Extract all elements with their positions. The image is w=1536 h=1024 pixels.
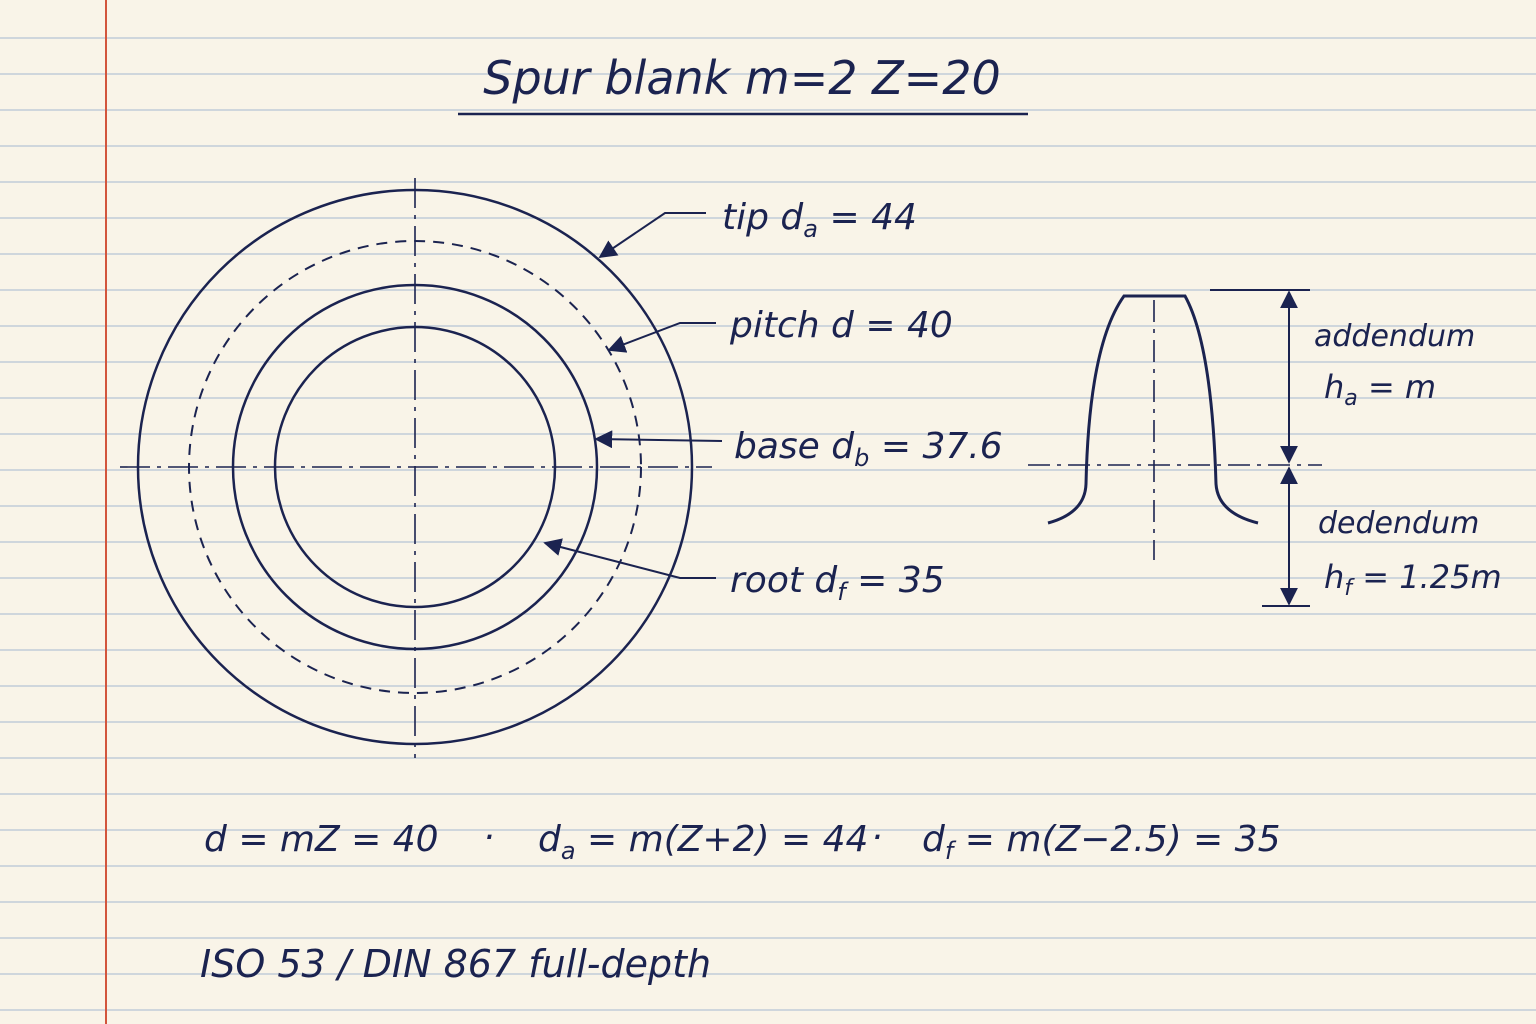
base-label: base db = 37.6 (734, 426, 1003, 472)
addendum-label: addendum (1314, 319, 1475, 354)
base-leader-arrow (594, 430, 723, 449)
title: Spur blank m=2 Z=20 (483, 51, 1001, 105)
formula-root-diameter: df = m(Z−2.5) = 35 (922, 819, 1280, 865)
formula-tip-diameter: da = m(Z+2) = 44 (538, 819, 868, 865)
root-leader-arrow (543, 538, 716, 579)
tip-leader-arrow (598, 212, 706, 259)
pitch-label: pitch d = 40 (729, 305, 953, 346)
tooth-outline (1047, 294, 1259, 525)
formula-separator-1: · (483, 817, 494, 858)
tooth-profile (1028, 289, 1322, 607)
pitch-leader-arrow (607, 322, 716, 353)
gear-blank-view (120, 178, 712, 758)
formula-separator-2: · (871, 817, 882, 858)
dedendum-formula: hf = 1.25m (1324, 558, 1502, 601)
addendum-formula: ha = m (1324, 368, 1436, 411)
dedendum-label: dedendum (1318, 506, 1479, 541)
standard-note: ISO 53 / DIN 867 full-depth (200, 942, 711, 986)
formula-pitch-diameter: d = mZ = 40 (204, 819, 439, 860)
tip-label: tip da = 44 (722, 197, 917, 243)
root-label: root df = 35 (730, 560, 945, 606)
